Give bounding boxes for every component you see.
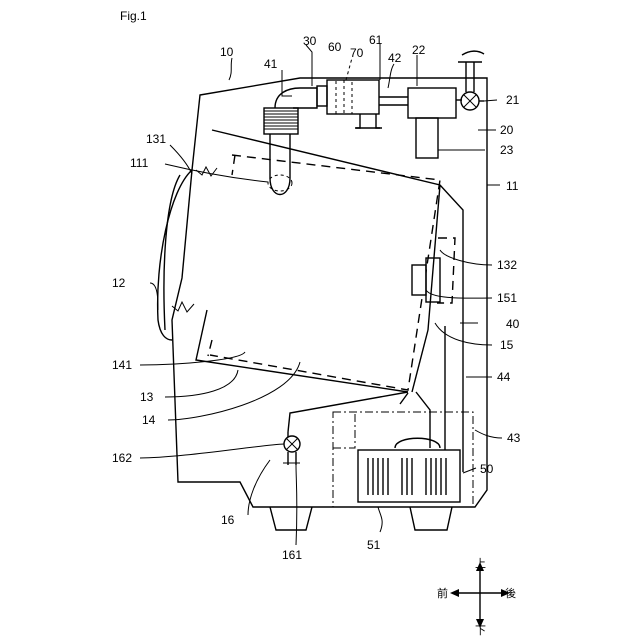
filter-unit bbox=[317, 58, 408, 128]
label-61: 61 bbox=[369, 33, 383, 47]
label-111: 111 bbox=[130, 156, 149, 170]
compass-up-label: 上 bbox=[475, 557, 486, 570]
label-60: 60 bbox=[328, 40, 342, 54]
label-132: 132 bbox=[497, 258, 517, 272]
label-41: 41 bbox=[264, 57, 278, 71]
compass-back-label: 後 bbox=[505, 586, 516, 600]
label-10: 10 bbox=[220, 45, 234, 59]
label-40: 40 bbox=[506, 317, 520, 331]
label-12: 12 bbox=[112, 276, 126, 290]
label-22: 22 bbox=[412, 43, 426, 57]
label-20: 20 bbox=[500, 123, 514, 137]
outer-tub bbox=[172, 130, 463, 472]
rotating-drum bbox=[208, 155, 440, 390]
label-15: 15 bbox=[500, 338, 514, 352]
label-162: 162 bbox=[112, 451, 132, 465]
dryer-unit bbox=[333, 392, 473, 507]
label-70: 70 bbox=[350, 46, 364, 60]
label-50: 50 bbox=[480, 462, 494, 476]
figure-title: Fig.1 bbox=[120, 9, 147, 23]
label-141: 141 bbox=[112, 358, 132, 372]
compass-down-label: 下 bbox=[475, 624, 486, 637]
label-51: 51 bbox=[367, 538, 381, 552]
intake-duct bbox=[264, 88, 317, 195]
label-161: 161 bbox=[282, 548, 302, 562]
label-151: 151 bbox=[497, 291, 517, 305]
label-43: 43 bbox=[507, 431, 521, 445]
label-131: 131 bbox=[146, 132, 166, 146]
label-44: 44 bbox=[497, 370, 511, 384]
label-16: 16 bbox=[221, 513, 235, 527]
compass-front-label: 前 bbox=[437, 586, 448, 600]
label-11: 11 bbox=[506, 179, 519, 193]
drain-valve bbox=[283, 432, 300, 465]
label-23: 23 bbox=[500, 143, 514, 157]
label-13: 13 bbox=[140, 390, 154, 404]
label-30: 30 bbox=[303, 34, 317, 48]
label-21: 21 bbox=[506, 93, 520, 107]
label-14: 14 bbox=[142, 413, 156, 427]
direction-compass: 上 下 前 後 bbox=[437, 557, 516, 637]
label-42: 42 bbox=[388, 51, 402, 65]
water-inlet bbox=[408, 51, 484, 158]
